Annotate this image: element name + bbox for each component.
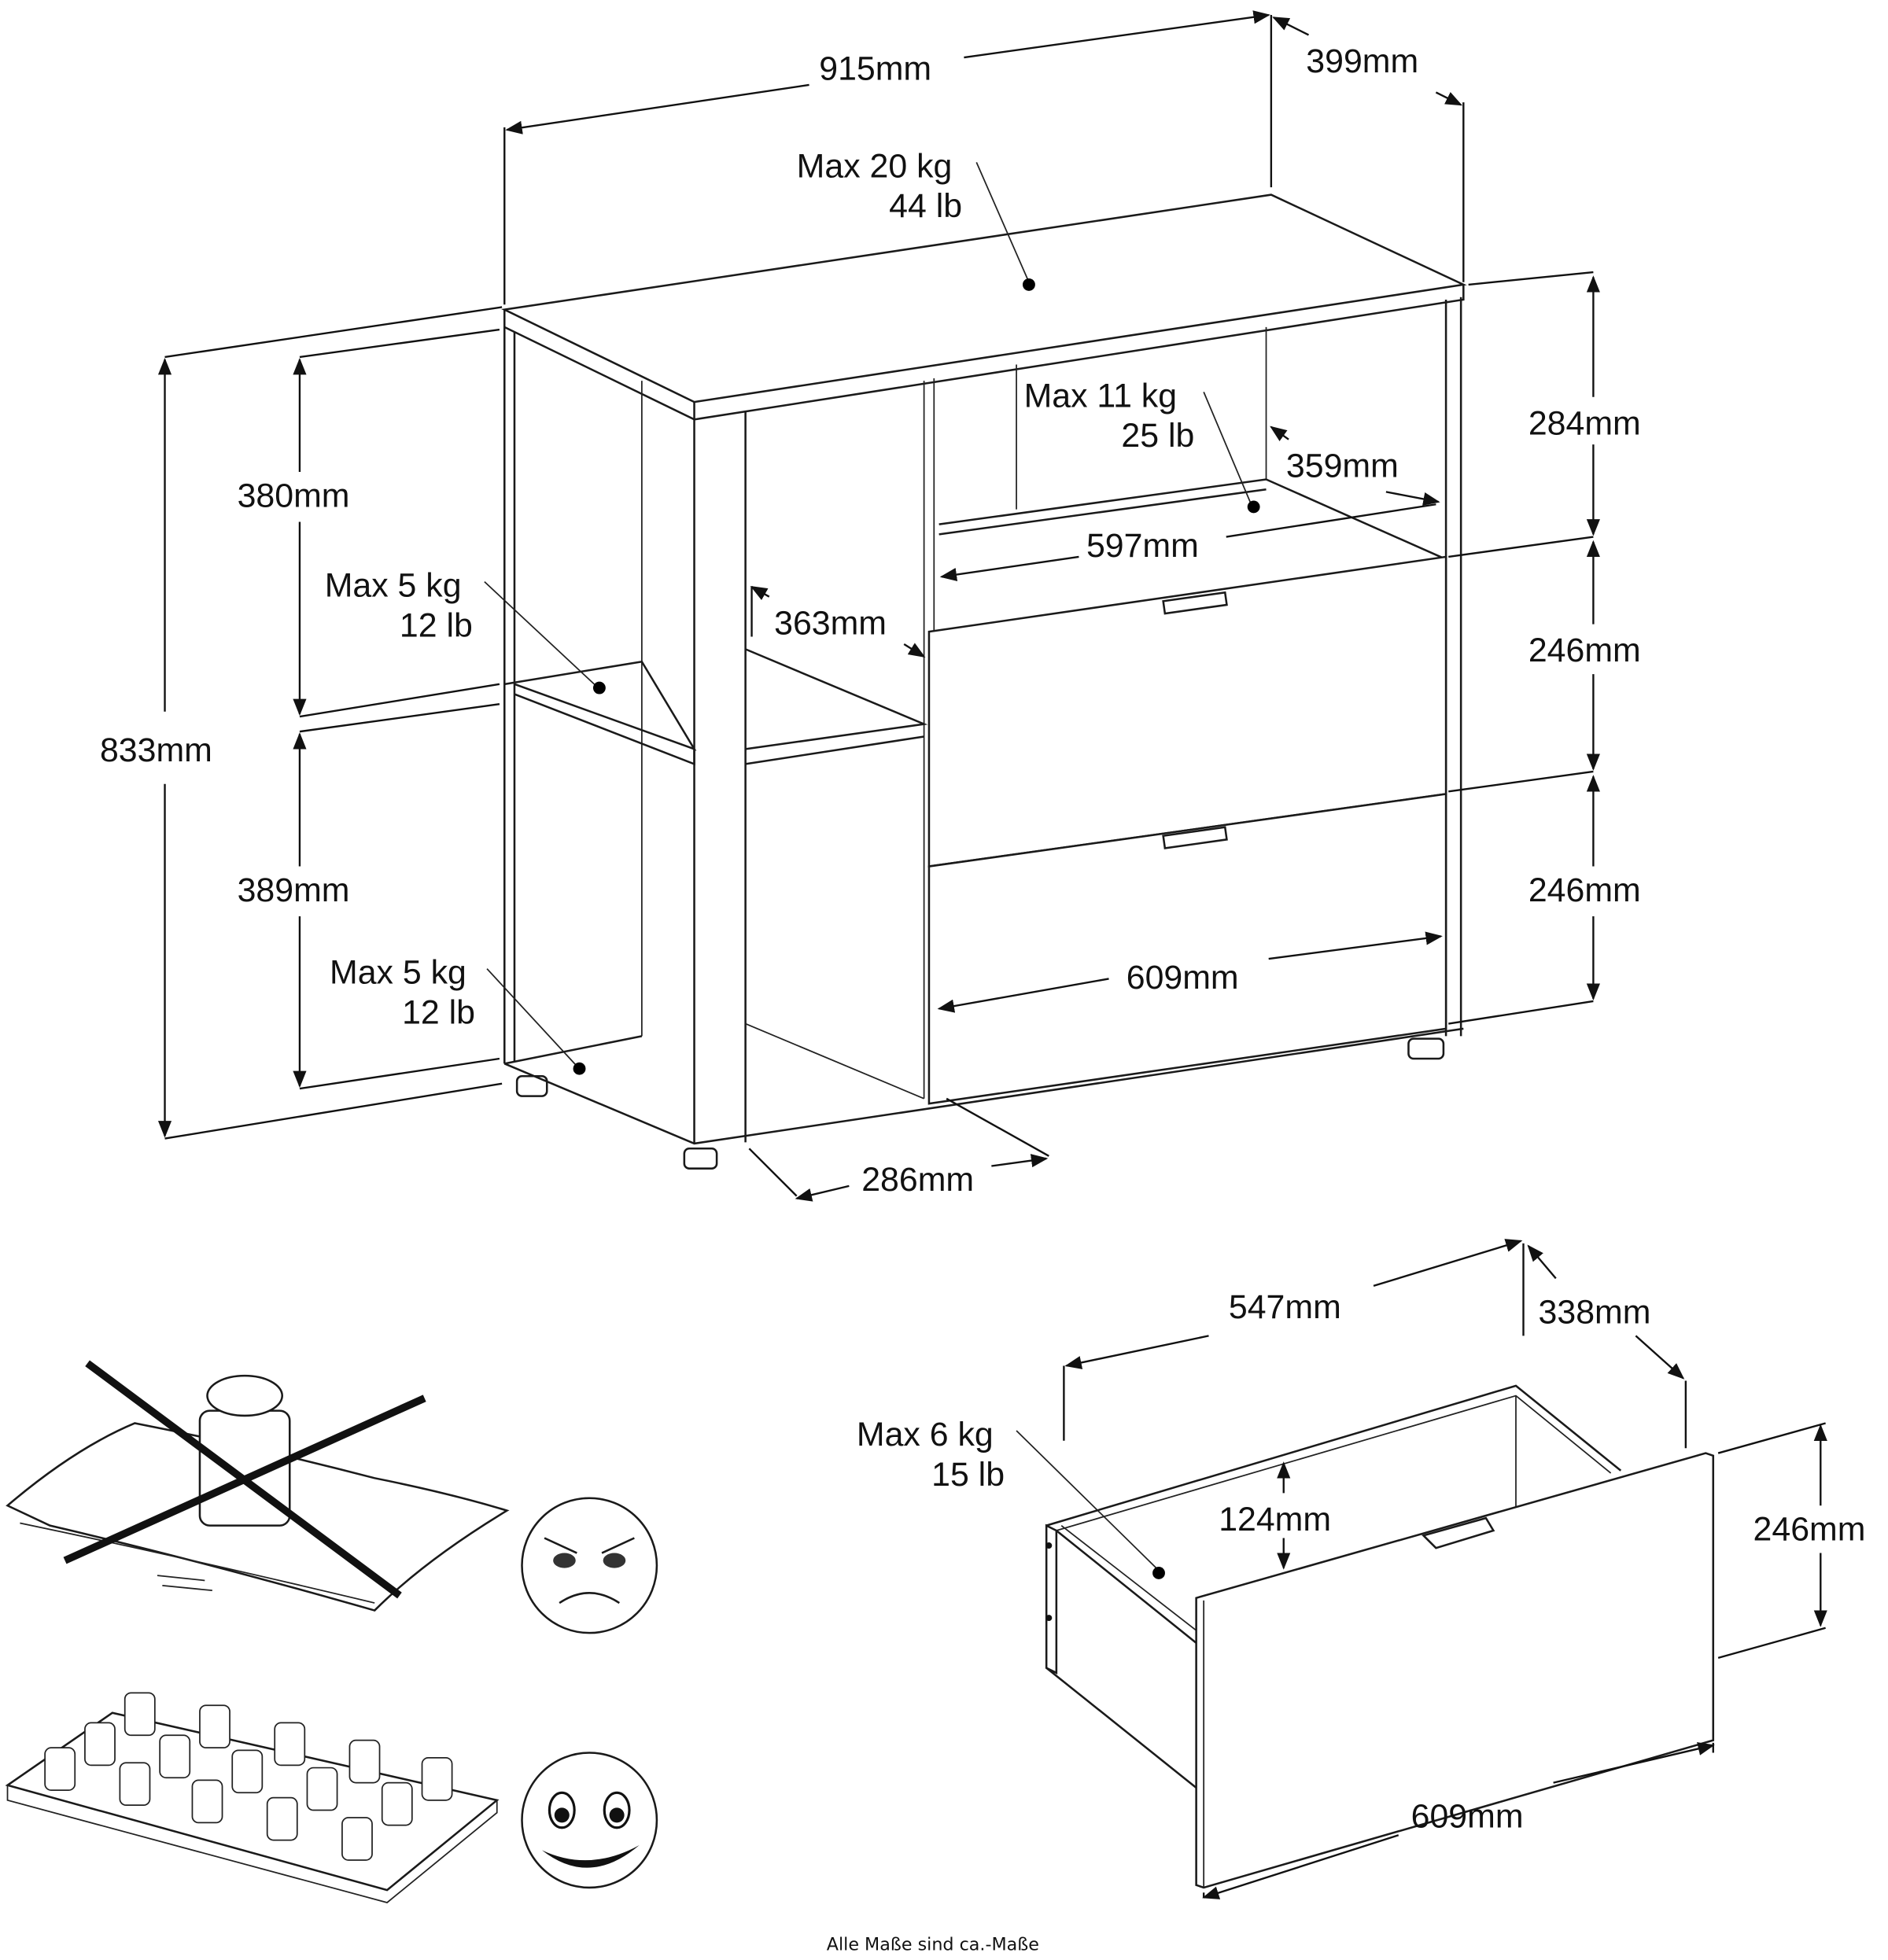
shelf-load-lb: 25 lb xyxy=(1121,417,1194,455)
dim-drawer1-height-label: 246mm xyxy=(1528,632,1641,669)
dim-drawer-inner-depth: 338mm xyxy=(1539,1293,1651,1331)
footer-caption: Alle Maße sind ca.-Maße xyxy=(827,1934,1039,1954)
load-point-icon xyxy=(1247,500,1260,514)
dim-drawer-width-label: 609mm xyxy=(1127,959,1239,997)
drawer-load-lb: 15 lb xyxy=(931,1456,1005,1494)
dim-drawer2-height-label: 246mm xyxy=(1528,871,1641,909)
dim-shelf-depth-label: 359mm xyxy=(1286,447,1399,484)
drawer-handle-1 xyxy=(1162,591,1228,615)
top-load-lb: 44 lb xyxy=(889,187,962,225)
load-point-icon xyxy=(592,681,606,694)
dim-inner-depth-label: 363mm xyxy=(774,604,887,642)
dim-drawer-front-width: 609mm xyxy=(1411,1798,1524,1836)
foot-icon xyxy=(683,1148,718,1170)
shelf-load-kg: Max 11 kg xyxy=(1024,377,1177,414)
bad-load-illustration xyxy=(6,1360,658,1634)
load-point-icon xyxy=(1152,1567,1165,1579)
foot-icon xyxy=(1407,1037,1445,1060)
drawer-front-2 xyxy=(927,793,1447,1105)
dim-width-label: 915mm xyxy=(819,50,931,88)
drawer-handle-2 xyxy=(1162,826,1228,849)
drawer-dimensions: 547mm 338mm 124mm 246mm 609mm Max 6 kg 1… xyxy=(857,1239,1866,1899)
drawer-handle xyxy=(1422,1516,1495,1549)
dim-upper-open-label: 380mm xyxy=(238,477,350,514)
top-load-kg: Max 20 kg xyxy=(797,147,953,185)
cabinet-top xyxy=(501,193,1467,403)
weights-icon xyxy=(44,1692,453,1861)
dim-drawer-front-height: 246mm xyxy=(1753,1511,1866,1549)
dim-drawer-inner-width: 547mm xyxy=(1229,1288,1341,1326)
upper-load-kg: Max 5 kg xyxy=(325,567,462,605)
cabinet-drawing xyxy=(501,193,1467,1170)
angry-face-icon xyxy=(521,1497,658,1634)
foot-icon xyxy=(515,1074,548,1097)
load-point-icon xyxy=(573,1062,586,1075)
load-point-icon xyxy=(1023,278,1035,291)
dim-drawer-inner-height: 124mm xyxy=(1219,1501,1331,1538)
dim-shelf-height-label: 284mm xyxy=(1528,404,1641,442)
dim-lower-open-label: 389mm xyxy=(238,871,350,909)
drawer-load-kg: Max 6 kg xyxy=(857,1416,994,1453)
dim-shelf-width-label: 597mm xyxy=(1086,527,1199,565)
dim-height-label: 833mm xyxy=(100,731,212,769)
lower-load-lb: 12 lb xyxy=(402,994,475,1032)
dim-depth-label: 399mm xyxy=(1306,42,1418,80)
drawer-front xyxy=(1195,1452,1715,1889)
dim-base-depth-label: 286mm xyxy=(861,1161,974,1199)
lower-load-kg: Max 5 kg xyxy=(330,954,466,992)
smiling-face-icon xyxy=(521,1752,658,1889)
drawer-drawing xyxy=(1045,1384,1715,1889)
good-load-illustration xyxy=(5,1692,658,1903)
upper-load-lb: 12 lb xyxy=(400,607,473,645)
cabinet-dimensions: 915mm 399mm Max 20 kg 44 lb 833mm 380mm … xyxy=(100,10,1641,1202)
